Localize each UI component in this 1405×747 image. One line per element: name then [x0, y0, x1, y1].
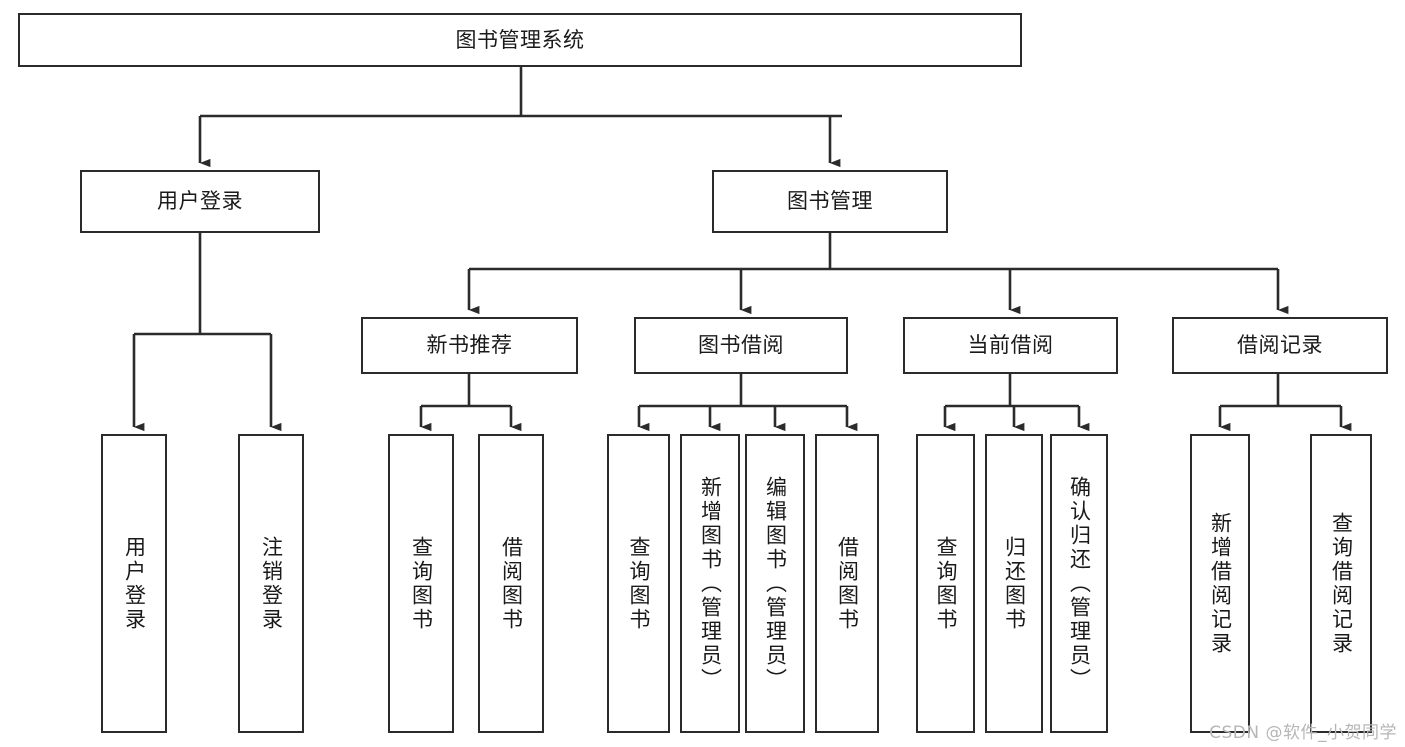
node-book-borrow-label: 图书借阅 [698, 333, 784, 358]
node-leaf-borrow-book-1-label: 借阅图书 [499, 535, 524, 632]
node-leaf-user-login[interactable]: 用户登录 [101, 434, 167, 733]
node-leaf-edit-book-label: 编辑图书（管理员） [763, 475, 788, 692]
node-user-login-label: 用户登录 [157, 189, 243, 214]
node-new-book-rec-label: 新书推荐 [426, 333, 513, 358]
node-leaf-query-book-2[interactable]: 查询图书 [607, 434, 670, 733]
node-current-borrow[interactable]: 当前借阅 [903, 317, 1118, 374]
node-leaf-return-book-label: 归还图书 [1002, 535, 1027, 632]
node-leaf-confirm-return[interactable]: 确认归还（管理员） [1050, 434, 1108, 733]
node-leaf-borrow-book-1[interactable]: 借阅图书 [478, 434, 544, 733]
node-borrow-record[interactable]: 借阅记录 [1172, 317, 1388, 374]
node-leaf-add-record[interactable]: 新增借阅记录 [1190, 434, 1250, 733]
node-leaf-query-book-1[interactable]: 查询图书 [388, 434, 454, 733]
node-book-borrow[interactable]: 图书借阅 [634, 317, 848, 374]
node-leaf-query-book-3[interactable]: 查询图书 [916, 434, 975, 733]
watermark-text: CSDN @软件_小贺同学 [1209, 723, 1397, 743]
node-borrow-record-label: 借阅记录 [1237, 333, 1323, 358]
node-leaf-add-book[interactable]: 新增图书（管理员） [680, 434, 740, 733]
node-leaf-query-book-3-label: 查询图书 [934, 535, 958, 632]
node-root-label: 图书管理系统 [455, 27, 585, 52]
node-leaf-add-book-label: 新增图书（管理员） [698, 475, 723, 692]
node-leaf-borrow-book-2[interactable]: 借阅图书 [815, 434, 879, 733]
node-book-manage[interactable]: 图书管理 [712, 170, 948, 233]
node-leaf-logout[interactable]: 注销登录 [238, 434, 304, 733]
node-leaf-return-book[interactable]: 归还图书 [985, 434, 1043, 733]
node-leaf-logout-label: 注销登录 [259, 535, 284, 632]
node-user-login[interactable]: 用户登录 [80, 170, 320, 233]
node-leaf-confirm-return-label: 确认归还（管理员） [1067, 475, 1092, 692]
node-leaf-edit-book[interactable]: 编辑图书（管理员） [745, 434, 805, 733]
node-leaf-user-login-label: 用户登录 [122, 535, 147, 632]
node-leaf-query-record[interactable]: 查询借阅记录 [1310, 434, 1372, 733]
node-leaf-query-book-2-label: 查询图书 [627, 535, 651, 632]
node-leaf-query-book-1-label: 查询图书 [409, 535, 434, 632]
node-leaf-borrow-book-2-label: 借阅图书 [835, 535, 860, 632]
node-root[interactable]: 图书管理系统 [18, 13, 1022, 67]
node-book-manage-label: 图书管理 [787, 189, 873, 214]
node-new-book-rec[interactable]: 新书推荐 [361, 317, 578, 374]
node-current-borrow-label: 当前借阅 [967, 333, 1054, 358]
node-leaf-query-record-label: 查询借阅记录 [1329, 511, 1354, 656]
node-leaf-add-record-label: 新增借阅记录 [1208, 511, 1233, 656]
